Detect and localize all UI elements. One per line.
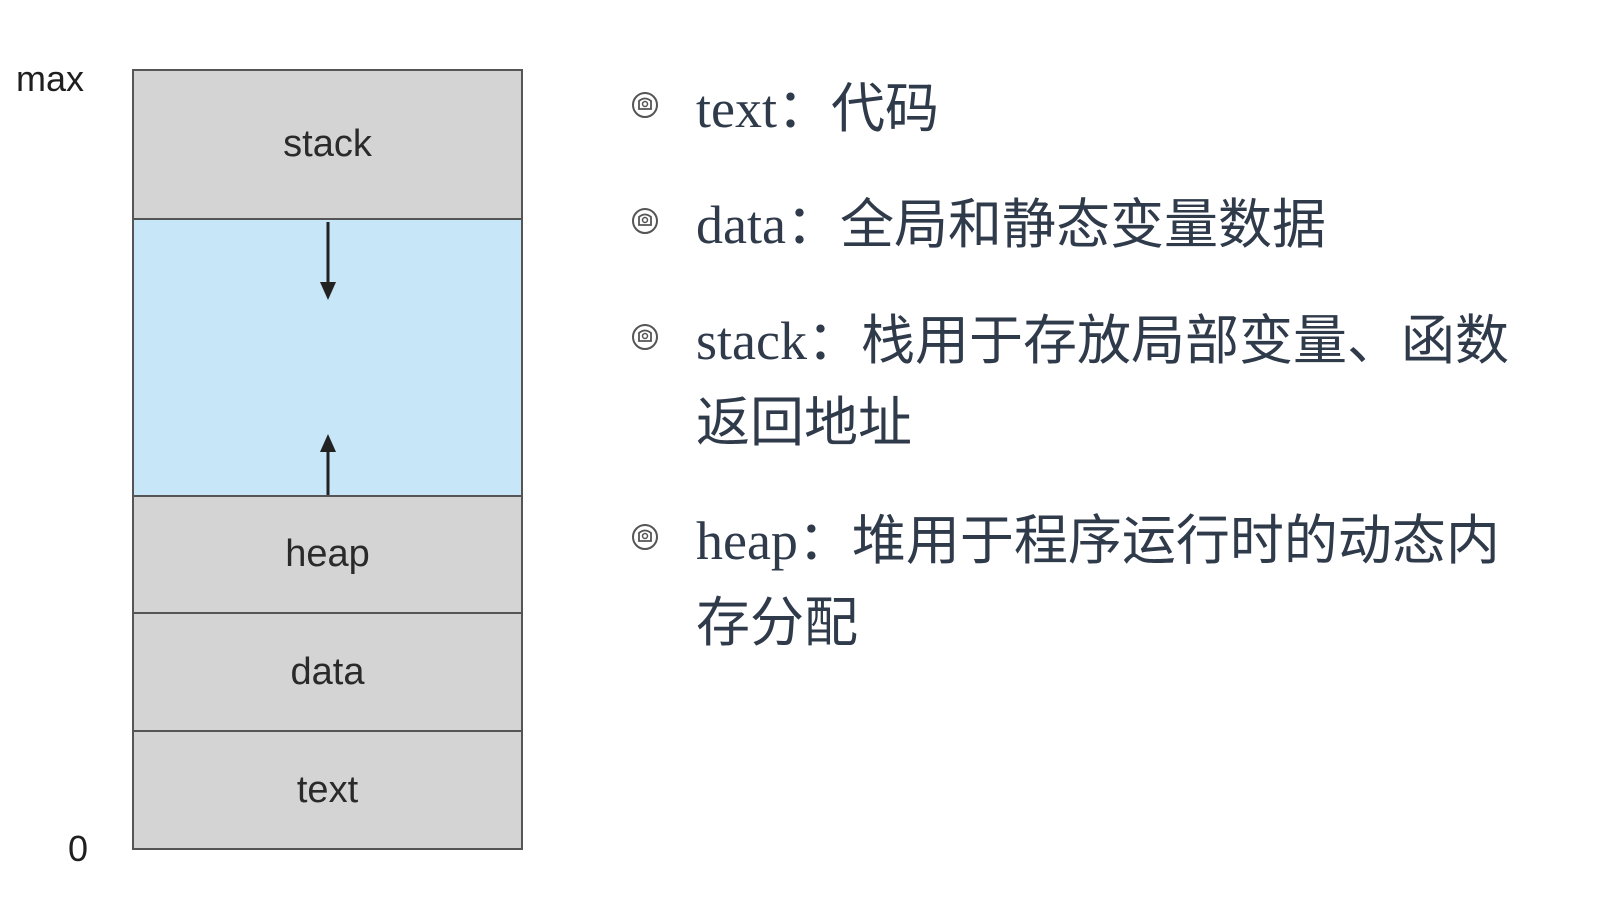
bullet-icon [628,204,662,238]
segment-stack-label: stack [283,123,372,165]
bullet-icon [628,520,662,554]
bullet-text: stack：栈用于存放局部变量、函数返回地址 [696,311,1509,453]
list-item: heap：堆用于程序运行时的动态内存分配 [628,500,1558,664]
memory-column: stack heap data text [132,69,523,850]
axis-max-label: max [16,58,85,99]
segment-heap-label: heap [285,533,370,575]
bullet-icon [628,88,662,122]
segment-data: data [134,614,521,732]
bullet-text: data：全局和静态变量数据 [696,195,1326,255]
list-item: data：全局和静态变量数据 [628,184,1558,266]
growth-arrows [320,222,336,495]
bullet-text: text：代码 [696,79,939,139]
segment-text: text [134,732,521,848]
heap-grows-up-arrow [320,434,336,495]
axis-zero-label: 0 [68,828,89,869]
list-item: text：代码 [628,68,1558,150]
segment-text-label: text [296,768,359,811]
list-item: stack：栈用于存放局部变量、函数返回地址 [628,300,1558,464]
segment-heap: heap [134,497,521,614]
segment-stack: stack [134,71,521,220]
bullet-text: heap：堆用于程序运行时的动态内存分配 [696,511,1500,653]
bullet-icon [628,320,662,354]
segment-data-label: data [290,650,365,693]
stack-grows-down-arrow [320,222,336,300]
segment-free-space [134,220,521,497]
